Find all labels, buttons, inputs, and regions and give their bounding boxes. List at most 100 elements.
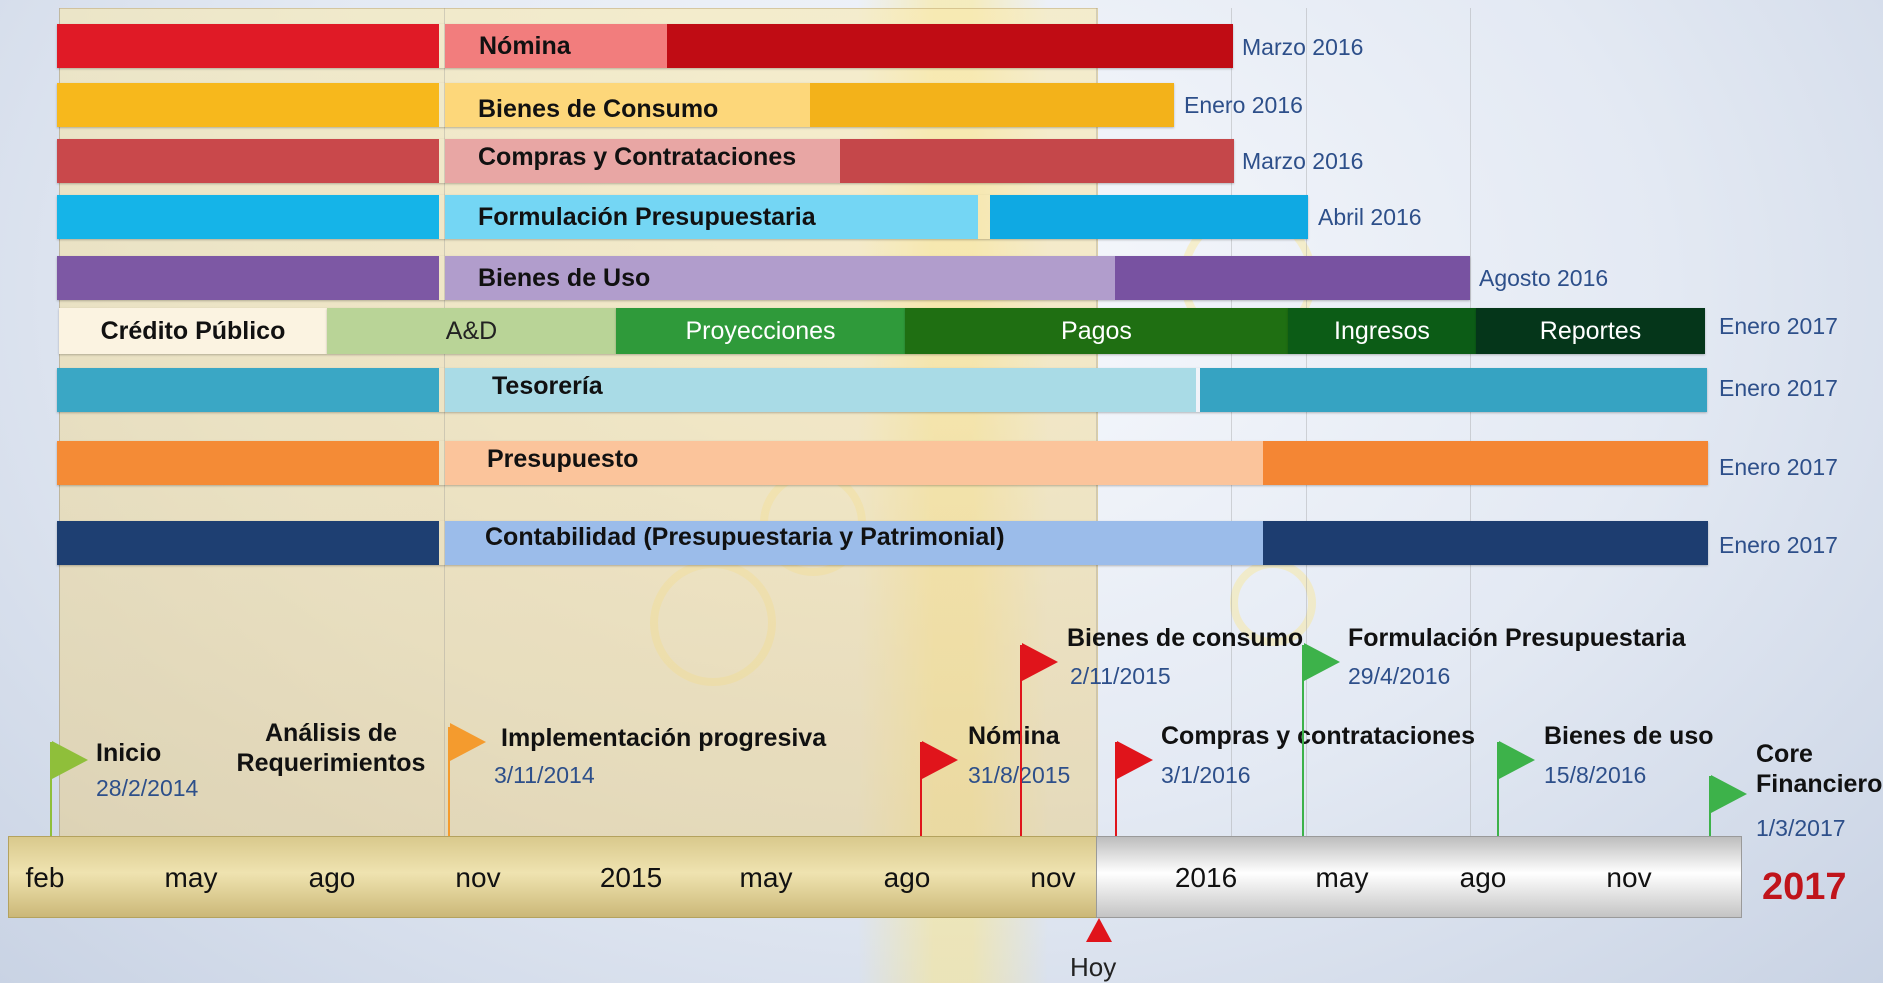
bar-end-date: Enero 2017: [1719, 375, 1838, 401]
axis-tick-label: may: [739, 862, 793, 893]
bar-rest-segment: [1263, 441, 1708, 485]
credito-publico-end-date: Enero 2017: [1719, 313, 1838, 339]
bar-done-segment: [445, 256, 1115, 300]
credito-publico-segment: Ingresos: [1288, 308, 1476, 354]
bar-rest-segment: [840, 139, 1234, 183]
bar-rest-segment: [990, 195, 1308, 239]
segment-label: Proyecciones: [685, 317, 836, 345]
bar-pre-segment: [57, 441, 439, 485]
flag-icon: [1499, 741, 1535, 779]
milestone-title: Nómina: [968, 722, 1060, 750]
bar-end-date: Enero 2017: [1719, 454, 1838, 480]
bar-end-date: Abril 2016: [1318, 204, 1422, 230]
axis-tick-label: nov: [1030, 862, 1076, 893]
bar-contabilidad: Contabilidad (Presupuestaria y Patrimoni…: [57, 521, 1708, 565]
elapsed-phase-shading: [59, 8, 1098, 840]
today-label: Hoy: [1070, 952, 1117, 982]
credito-publico-label-cell: Crédito Público: [59, 308, 327, 354]
bar-label: Formulación Presupuestaria: [478, 203, 816, 231]
credito-publico-segment: Pagos: [905, 308, 1288, 354]
flag-icon: [450, 723, 486, 761]
bar-rest-segment: [667, 24, 1233, 68]
milestone-stem: [1709, 776, 1711, 838]
milestone-stem: [448, 727, 450, 838]
bar-label: Presupuesto: [487, 445, 639, 473]
segment-label: Pagos: [1061, 317, 1132, 345]
flag-icon: [1022, 643, 1058, 681]
gridline: [1231, 8, 1232, 838]
credito-publico-segment: A&D: [327, 308, 616, 354]
time-axis: [8, 836, 1742, 918]
bar-rest-segment: [1115, 256, 1470, 300]
bar-done-segment: [445, 521, 1263, 565]
milestone-title: Formulación Presupuestaria: [1348, 624, 1686, 652]
milestone-date: 15/8/2016: [1544, 762, 1647, 788]
axis-tick-label: feb: [25, 862, 65, 893]
gridline: [1470, 8, 1471, 838]
axis-future-section: [1096, 836, 1742, 918]
bar-bienes-de-uso: Bienes de Uso: [57, 256, 1470, 300]
bar-pre-segment: [57, 521, 439, 565]
bar-done-segment: [445, 368, 1196, 412]
axis-past-section: [8, 836, 1098, 918]
milestone-date: 2/11/2015: [1070, 663, 1171, 689]
gridline: [1306, 8, 1307, 838]
milestone-date: 1/3/2017: [1756, 815, 1846, 841]
bar-rest-segment: [1263, 521, 1708, 565]
bar-end-date: Enero 2016: [1184, 92, 1303, 118]
gridline: [444, 8, 445, 838]
axis-tick-label: 2016: [1174, 862, 1238, 893]
segment-label: Ingresos: [1334, 317, 1430, 345]
bar-compras-y-contrataciones: Compras y Contrataciones: [57, 139, 1234, 183]
bar-pre-segment: [57, 368, 439, 412]
axis-tick-label: may: [1315, 862, 1369, 893]
bar-label: Contabilidad (Presupuestaria y Patrimoni…: [485, 523, 1005, 551]
flag-icon: [922, 741, 958, 779]
bar-label: Bienes de Uso: [478, 264, 651, 292]
milestone-date: 3/11/2014: [494, 762, 595, 788]
bar-end-date: Enero 2017: [1719, 532, 1838, 558]
bar-pre-segment: [57, 195, 439, 239]
milestone-stem: [50, 742, 52, 838]
milestone-date: 29/4/2016: [1348, 663, 1451, 689]
flag-icon: [1304, 643, 1340, 681]
credito-publico-label: Crédito Público: [100, 317, 286, 345]
milestone-title: Bienes de uso: [1544, 722, 1714, 750]
milestone-title: Core Financiero: [1756, 740, 1883, 798]
bar-end-date: Agosto 2016: [1479, 265, 1609, 291]
bar-end-date: Marzo 2016: [1242, 148, 1364, 174]
gridline: [1096, 8, 1097, 838]
bar-label: Compras y Contrataciones: [478, 143, 797, 171]
flag-icon: [1711, 775, 1747, 813]
milestone-stem: [1302, 645, 1304, 838]
bar-rest-segment: [810, 83, 1174, 127]
bar-pre-segment: [57, 83, 439, 127]
credito-publico-segment: Proyecciones: [616, 308, 905, 354]
bar-done-segment: [445, 139, 840, 183]
credito-publico-segment: Reportes: [1476, 308, 1705, 354]
bar-presupuesto: Presupuesto: [57, 441, 1708, 485]
bar-done-segment: [445, 24, 667, 68]
bar-label: Bienes de Consumo: [478, 95, 719, 123]
axis-tick-label: nov: [455, 862, 501, 893]
bar-pre-segment: [57, 24, 439, 68]
bar-pre-segment: [57, 256, 439, 300]
axis-tick-label: ago: [1459, 862, 1507, 893]
bar-pre-segment: [57, 139, 439, 183]
bar-nomina: Nómina: [57, 24, 1233, 68]
segment-label: A&D: [445, 317, 498, 345]
milestone-title: Implementación progresiva: [501, 724, 827, 752]
gridline: [59, 8, 60, 838]
credito-publico-row: Crédito Público A&D Proyecciones Pagos I…: [59, 308, 1705, 354]
flag-icon: [1117, 741, 1153, 779]
bar-formulacion-presupuestaria: Formulación Presupuestaria: [57, 195, 1308, 239]
bar-tesoreria: Tesorería: [57, 368, 1707, 412]
today-marker-icon: [1086, 918, 1112, 942]
segment-label: Reportes: [1539, 317, 1642, 345]
axis-tick-label: ago: [883, 862, 931, 893]
axis-tick-label: may: [164, 862, 218, 893]
milestone-date: 3/1/2016: [1161, 762, 1251, 788]
milestone-date: 31/8/2015: [968, 762, 1070, 789]
axis-year-end-label: 2017: [1762, 866, 1847, 908]
